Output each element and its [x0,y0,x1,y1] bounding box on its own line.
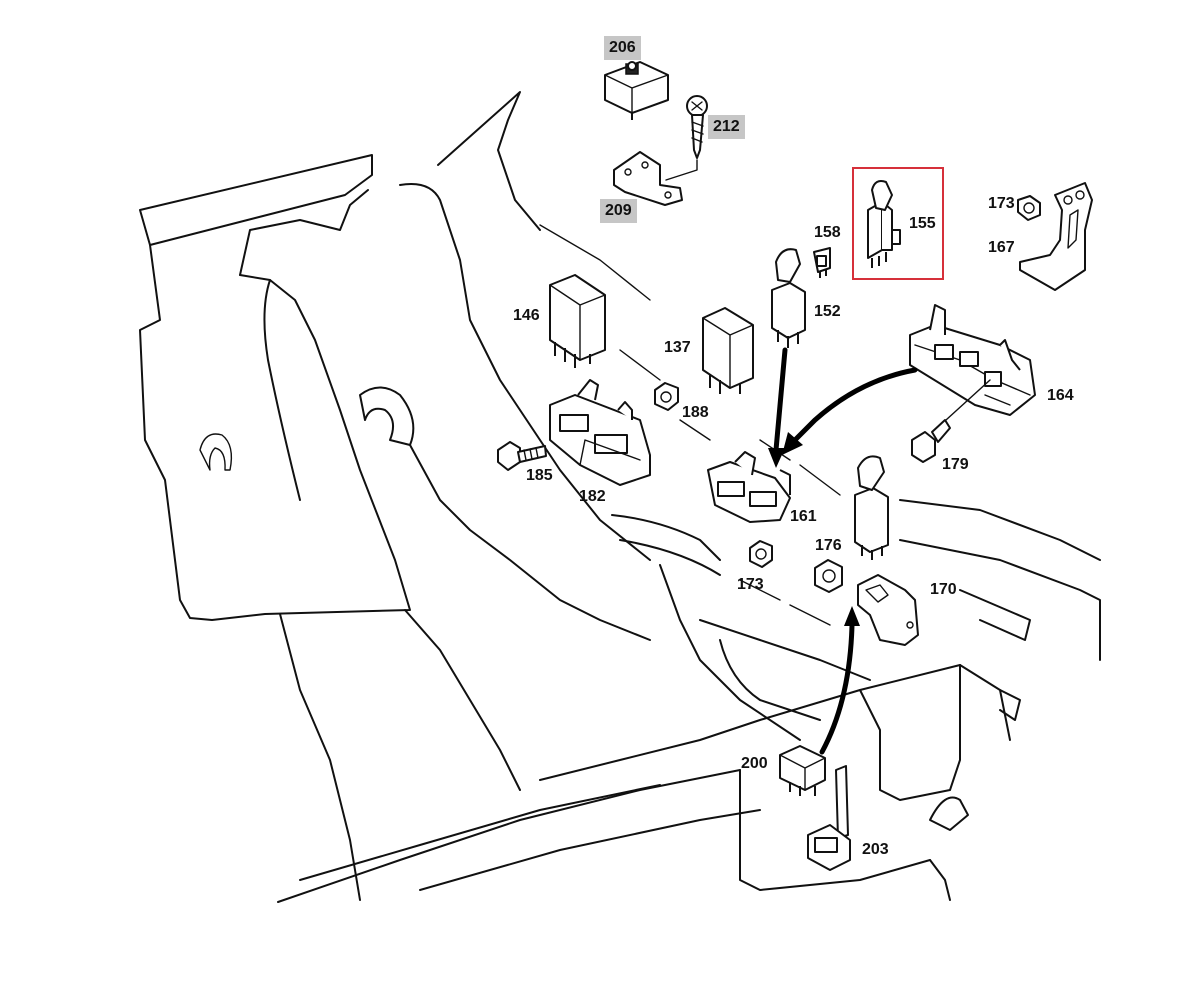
part-155-relay [867,180,901,268]
callout-152: 152 [814,303,841,320]
callout-200: 200 [741,755,768,772]
part-182-relay-holder [549,379,651,486]
part-185-bolt [497,441,547,471]
callout-173-top: 173 [988,195,1015,212]
callout-179: 179 [942,456,969,473]
callout-209: 209 [600,199,637,223]
callout-185: 185 [526,467,553,484]
part-188-nut [654,382,679,411]
part-173-nut-lower [749,540,773,568]
callout-155: 155 [909,215,936,232]
part-173-nut-top [1017,195,1041,221]
part-relay-near-176 [854,455,889,560]
callout-170: 170 [930,581,957,598]
callout-158: 158 [814,224,841,241]
part-155-highlight-box [852,167,944,280]
part-167-bracket [1019,182,1093,291]
callout-176: 176 [815,537,842,554]
part-200-relay [779,745,826,796]
part-206-relay [604,61,669,120]
callout-188: 188 [682,404,709,421]
callout-137: 137 [664,339,691,356]
callout-182: 182 [579,488,606,505]
part-179-bolt [911,379,991,463]
part-161-relay-holder [707,451,791,523]
callout-206: 206 [604,36,641,60]
part-158-fuse [813,247,831,278]
assembly-arrows [768,347,918,755]
callout-164: 164 [1047,387,1074,404]
part-176-nut [814,559,843,593]
callout-167: 167 [988,239,1015,256]
callout-161: 161 [790,508,817,525]
part-203-relay-holder [807,765,851,871]
callout-212: 212 [708,115,745,139]
part-152-relay [771,248,806,348]
part-164-relay-holder [909,304,1036,416]
callout-146: 146 [513,307,540,324]
part-146-relay [549,274,606,368]
callout-173-lower: 173 [737,576,764,593]
callout-203: 203 [862,841,889,858]
part-209-bracket [613,151,683,206]
part-170-bracket [857,574,919,646]
part-212-screw [665,95,708,181]
part-137-relay [702,307,754,394]
vehicle-body-outline [139,91,1101,903]
